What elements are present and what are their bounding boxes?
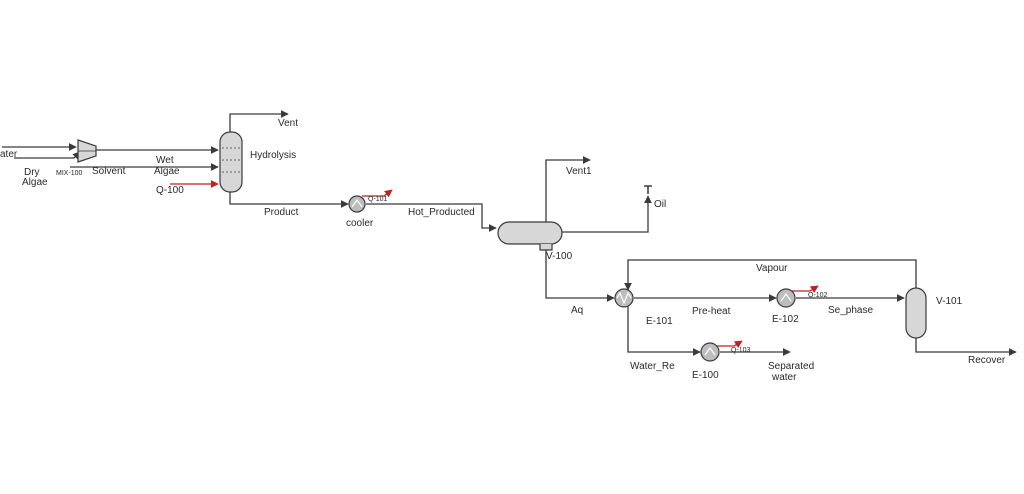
separator-icon[interactable] — [497, 221, 563, 251]
label-mix-100: MIX-100 — [56, 170, 83, 177]
cooler-icon[interactable] — [348, 195, 366, 213]
label-vent1: Vent1 — [566, 166, 592, 177]
label-oil: Oil — [654, 199, 666, 210]
label-dry-algae-2: Algae — [22, 177, 48, 188]
label-separated-water-2: water — [771, 372, 797, 383]
label-hot-producted: Hot_Producted — [408, 207, 475, 218]
label-q-103: Q-103 — [731, 347, 751, 354]
label-recover: Recover — [968, 355, 1006, 366]
labels: ater Dry Algae MIX-100 Solvent Wet Algae… — [0, 118, 1006, 383]
vertical-vessel-icon[interactable] — [905, 287, 927, 339]
stream-dry-algae — [14, 151, 81, 160]
energy-stream-q101 — [362, 189, 393, 198]
label-v-101: V-101 — [936, 296, 963, 307]
stream-hot-producted — [366, 203, 497, 232]
label-vapour: Vapour — [756, 263, 788, 274]
label-e-102: E-102 — [772, 314, 799, 325]
stream-vapour — [624, 259, 917, 291]
stream-recover — [915, 336, 1017, 356]
heater-icon[interactable] — [776, 288, 796, 308]
label-v-100: V-100 — [546, 251, 573, 262]
stream-oil — [562, 195, 652, 233]
label-q-100: Q-100 — [156, 185, 184, 196]
label-q-101: Q-101 — [368, 196, 388, 203]
heat-exchanger-icon[interactable] — [614, 288, 634, 308]
stream-vent1 — [545, 156, 591, 224]
label-pre-heat: Pre-heat — [692, 306, 731, 317]
mixer-icon[interactable] — [77, 139, 97, 163]
stream-water-re — [627, 306, 701, 356]
label-se-phase: Se_phase — [828, 305, 873, 316]
streams — [2, 110, 1017, 356]
energy-stream-q102 — [792, 285, 819, 294]
label-solvent: Solvent — [92, 166, 126, 177]
label-vent: Vent — [278, 118, 298, 129]
label-cooler: cooler — [346, 218, 374, 229]
label-wet-algae-1: Wet — [156, 155, 174, 166]
label-e-100: E-100 — [692, 370, 719, 381]
cooler-icon[interactable] — [700, 342, 720, 362]
label-e-101: E-101 — [646, 316, 673, 327]
stream-vent — [229, 110, 289, 132]
stream-product — [229, 192, 349, 208]
label-wet-algae-2: Algae — [154, 166, 180, 177]
label-separated-water-1: Separated — [768, 361, 814, 372]
oil-product-icon — [644, 185, 652, 194]
label-dry-algae-1: Dry — [24, 167, 40, 178]
stream-aq — [545, 244, 615, 302]
label-product: Product — [264, 207, 299, 218]
label-water: ater — [0, 149, 18, 160]
label-water-re: Water_Re — [630, 361, 675, 372]
energy-stream-q103 — [716, 340, 743, 349]
label-q-102: Q-102 — [808, 292, 828, 299]
energy-streams — [170, 180, 819, 349]
label-aq: Aq — [571, 305, 583, 316]
label-hydrolysis: Hydrolysis — [250, 150, 296, 161]
column-icon[interactable] — [219, 131, 243, 193]
